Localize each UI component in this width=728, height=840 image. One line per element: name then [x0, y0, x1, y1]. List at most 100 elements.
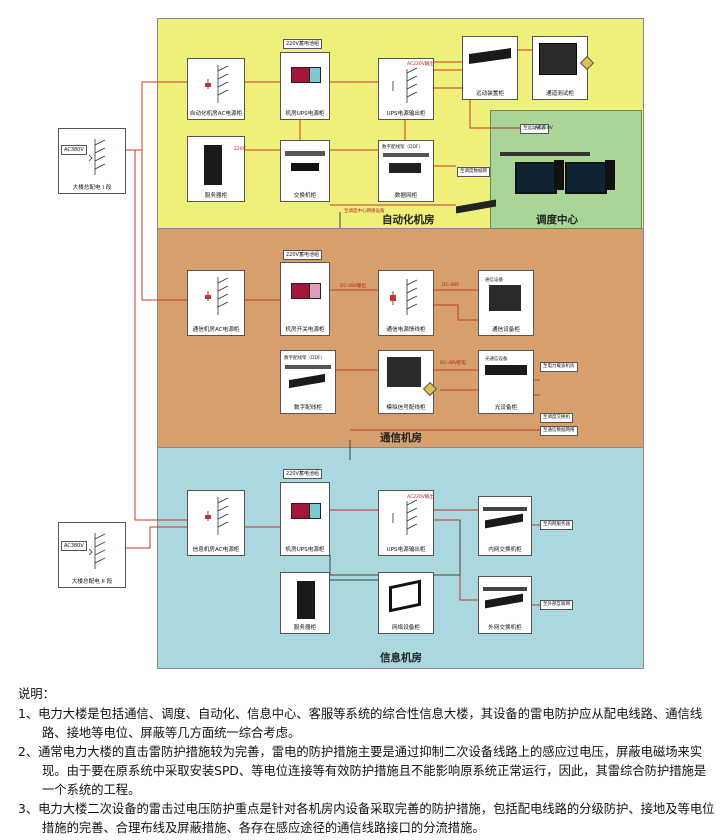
auto-power-cabinet: 自动化机房AC电源柜: [187, 58, 245, 120]
auto-ups-cabinet: 机房UPS电源柜: [280, 52, 330, 120]
comm-line-label-2: DC-48V: [442, 283, 460, 288]
information-room-zone: [157, 447, 644, 669]
monitor-icon: [565, 162, 607, 194]
auto-server-cabinet: 220V 服务器柜: [187, 136, 246, 202]
network-device-icon: [389, 579, 421, 613]
main-panel-2: AC380V 大楼总配电 II 段: [58, 522, 126, 588]
auto-server-label: 服务器柜: [204, 193, 228, 199]
info-line-label-1: 至内网服务器: [540, 520, 573, 530]
comm-ddf-label: 数字配线柜: [294, 405, 322, 411]
comm-power-feeder-label: 通信电源馈线柜: [386, 327, 426, 333]
note-item: 2、通常电力大楼的直击雷防护措施较为完善，雷电的防护措施主要是通过抑制二次设备线…: [18, 745, 707, 797]
auto-line-label-2: 至远动通道: [520, 124, 549, 134]
ups-unit-icon: [291, 283, 311, 299]
comm-optical-tag: 光通信设备: [485, 357, 508, 362]
optical-device-icon: [485, 365, 527, 375]
comm-optical-label: 光设备柜: [494, 405, 518, 411]
comm-line-label-1: DC-48V输出: [340, 284, 367, 289]
auto-ups-out-tag: AC220V输出: [407, 62, 434, 67]
info-inner-switch-label: 内网交换机柜: [488, 547, 522, 553]
info-ups-out-cabinet: AC220V输出 UPS电源输出柜: [378, 490, 434, 556]
auto-line-label-3: 至调度中心网络设备: [344, 209, 385, 214]
comm-switch-power-cabinet: 机房开关电源柜: [280, 262, 330, 336]
information-room-title: 信息机房: [380, 652, 422, 664]
comm-line-label-5: 至调度交换机: [540, 413, 573, 423]
automation-room-title: 自动化机房: [382, 214, 435, 226]
comm-ddf-tag: 数字配线架（DDF）: [284, 356, 326, 361]
auto-channel-test-cabinet: 通道测试柜: [532, 36, 588, 100]
info-power-cabinet-label: 信息机房AC电源柜: [192, 547, 240, 553]
communication-room-title: 通信机房: [380, 432, 422, 444]
main-panel-2-tag: AC380V: [61, 541, 87, 551]
info-line-label-2: 至外部互联网: [540, 600, 573, 610]
info-server-label: 服务器柜: [293, 625, 317, 631]
notes-section: 说明： 1、电力大楼是包括通信、调度、自动化、信息中心、客服等系统的综合性信息大…: [18, 685, 718, 838]
comm-battery-tag: 220V蓄电池组: [283, 250, 322, 260]
patch-panel-icon: [285, 365, 331, 369]
info-power-cabinet: 信息机房AC电源柜: [187, 490, 245, 556]
router-icon: [389, 163, 421, 173]
auto-telemotion-label: 远动装置柜: [476, 91, 504, 97]
battery-icon: [309, 503, 321, 519]
switch-icon: [483, 587, 527, 591]
comm-equipment-tag: 通信设备: [485, 278, 503, 283]
info-battery-tag: 220V蓄电池组: [283, 469, 322, 479]
auto-data-net-tag: 数字配线架（DDF）: [382, 145, 424, 150]
switch-icon: [285, 151, 325, 156]
auto-line-label-1: 至调度数据网: [457, 167, 490, 177]
info-server-cabinet: 服务器柜: [280, 572, 330, 634]
info-inner-switch-cabinet: 内网交换机柜: [478, 496, 532, 556]
auto-data-net-label: 数据网柜: [394, 193, 418, 199]
comm-power-cabinet: 通信机房AC电源柜: [187, 270, 245, 336]
pc-tower-icon: [554, 160, 564, 190]
ups-unit-icon: [291, 67, 311, 83]
rack-icon: [489, 285, 521, 311]
info-network-cabinet: 网络设备柜: [378, 572, 434, 634]
auto-telemotion-cabinet: 远动装置柜: [462, 36, 518, 100]
router-icon: [289, 373, 325, 389]
info-outer-switch-label: 外网交换机柜: [488, 625, 522, 631]
server-icon: [297, 581, 315, 619]
main-panel-2-label: 大楼总配电 II 段: [71, 579, 113, 585]
battery-icon: [309, 283, 321, 299]
comm-line-label-4: 至电力载波机房: [540, 362, 578, 372]
monitor-icon: [515, 162, 557, 194]
comm-signal-cabinet: 模拟信号配线柜: [378, 350, 434, 414]
comm-line-label-6: 至通信数据网络: [540, 426, 578, 436]
auto-switch-cabinet: 交换机柜: [280, 140, 330, 202]
info-ups-cabinet-label: 机房UPS电源柜: [285, 547, 325, 553]
main-panel-1-tag: AC380V: [61, 145, 87, 155]
battery-icon: [309, 67, 321, 83]
main-panel-1-label: 大楼总配电 I 段: [72, 185, 112, 191]
breaker-icon: [392, 499, 418, 535]
dispatch-top-tag: AC220V: [535, 126, 553, 131]
breaker-icon: [392, 67, 418, 103]
notes-title: 说明：: [18, 687, 55, 701]
router-icon: [485, 513, 523, 529]
breaker-icon: [205, 65, 229, 103]
breaker-icon: [390, 279, 418, 315]
info-ups-out-tag: AC220V输出: [407, 495, 434, 500]
device-icon: [469, 48, 511, 64]
info-ups-cabinet: 机房UPS电源柜: [280, 482, 330, 556]
comm-equipment-cabinet: 通信设备 通信设备柜: [478, 270, 534, 336]
router-icon: [291, 163, 319, 171]
info-outer-switch-cabinet: 外网交换机柜: [478, 576, 532, 634]
auto-ups-out-label: UPS电源输出柜: [386, 111, 426, 117]
server-icon: [204, 145, 222, 185]
comm-signal-label: 模拟信号配线柜: [386, 405, 426, 411]
note-item: 3、电力大楼二次设备的雷击过电压防护重点是针对各机房内设备采取完善的防护措施，包…: [18, 802, 715, 835]
auto-ups-cabinet-label: 机房UPS电源柜: [285, 111, 325, 117]
comm-power-cabinet-label: 通信机房AC电源柜: [192, 327, 240, 333]
comm-equipment-label: 通信设备柜: [492, 327, 520, 333]
breaker-icon: [205, 277, 229, 315]
rack-icon: [539, 43, 577, 75]
main-panel-1: AC380V 大楼总配电 I 段: [58, 128, 126, 194]
comm-switch-power-label: 机房开关电源柜: [285, 327, 325, 333]
patch-panel-icon: [383, 153, 429, 157]
comm-power-feeder-cabinet: 通信电源馈线柜: [378, 270, 434, 336]
breaker-icon: [205, 497, 229, 535]
router-icon: [485, 593, 523, 609]
auto-server-tag: 220V: [234, 147, 246, 152]
